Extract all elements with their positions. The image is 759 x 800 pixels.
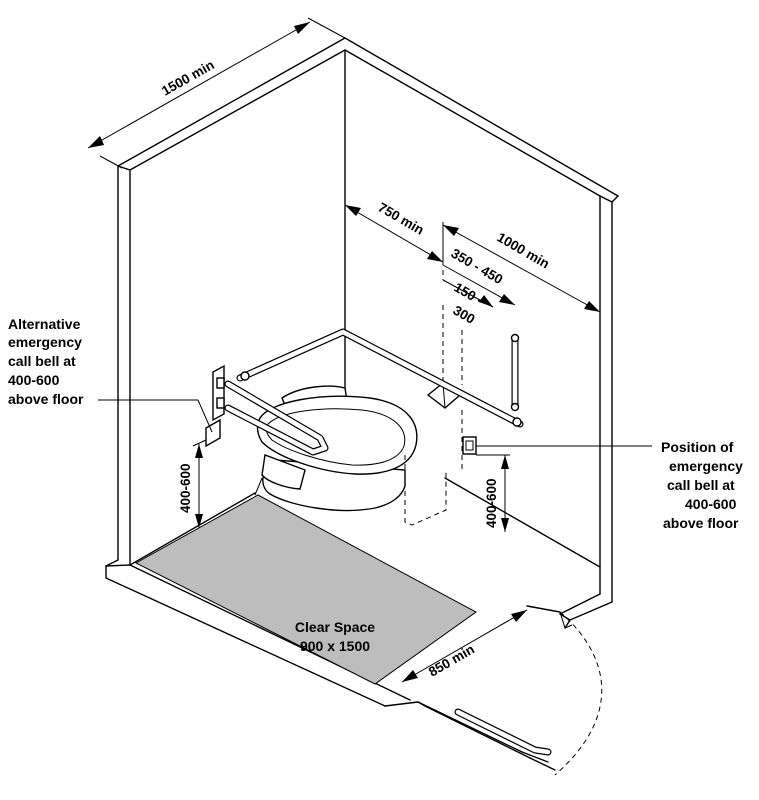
dim-left-bell-height: 400-600 [178,439,207,528]
bell-position-line-3: call bell at [667,477,735,493]
bell-position-line-2: emergency [669,458,743,474]
alt-bell-label: Alternative emergency call bell at 400-6… [8,316,84,407]
door-pull-rail [454,708,552,756]
dim-wc-front-text: 1000 min [495,230,553,272]
bell-position-line-4: 400-600 [685,496,737,512]
clear-space-size: 900 x 1500 [300,638,370,654]
clear-space-title: Clear Space [295,619,375,635]
dim-side-wall-text: 750 min [376,200,427,238]
door-swing [526,605,603,776]
alt-bell-line-2: emergency [8,334,82,350]
alt-bell-line-5: above floor [8,391,84,407]
clear-space-label: Clear Space 900 x 1500 [295,619,375,654]
leader-lines [98,399,652,447]
clear-space-area [134,494,477,685]
dim-right-bell-height-text: 400-600 [484,478,499,528]
dim-room-width: 1500 min [87,17,346,169]
dim-room-width-text: 1500 min [159,57,217,99]
dim-flush-position-text: 350 - 450 [449,246,506,288]
dim-side-wall: 750 min [344,200,444,263]
bell-position-line-1: Position of [661,439,734,455]
flush-reference-lines [404,270,463,526]
dim-left-bell-height-text: 400-600 [178,463,193,513]
emergency-call-bell [462,436,477,455]
wall-grab-rail [236,328,524,428]
dim-flush-height-line2: 300 [451,303,478,327]
alt-bell-line-3: call bell at [8,353,76,369]
toilet [254,385,418,512]
dim-flush-height: 150 - 300 [442,279,494,327]
alt-bell-line-4: 400-600 [8,372,60,388]
hinged-support-rail [212,364,329,456]
alt-bell-line-1: Alternative [8,316,81,332]
dim-door-width-text: 850 min [426,641,477,679]
dim-right-bell-height: 400-600 [476,454,510,532]
bell-position-line-5: above floor [663,515,739,531]
bell-position-label: Position of emergency call bell at 400-6… [661,439,743,531]
